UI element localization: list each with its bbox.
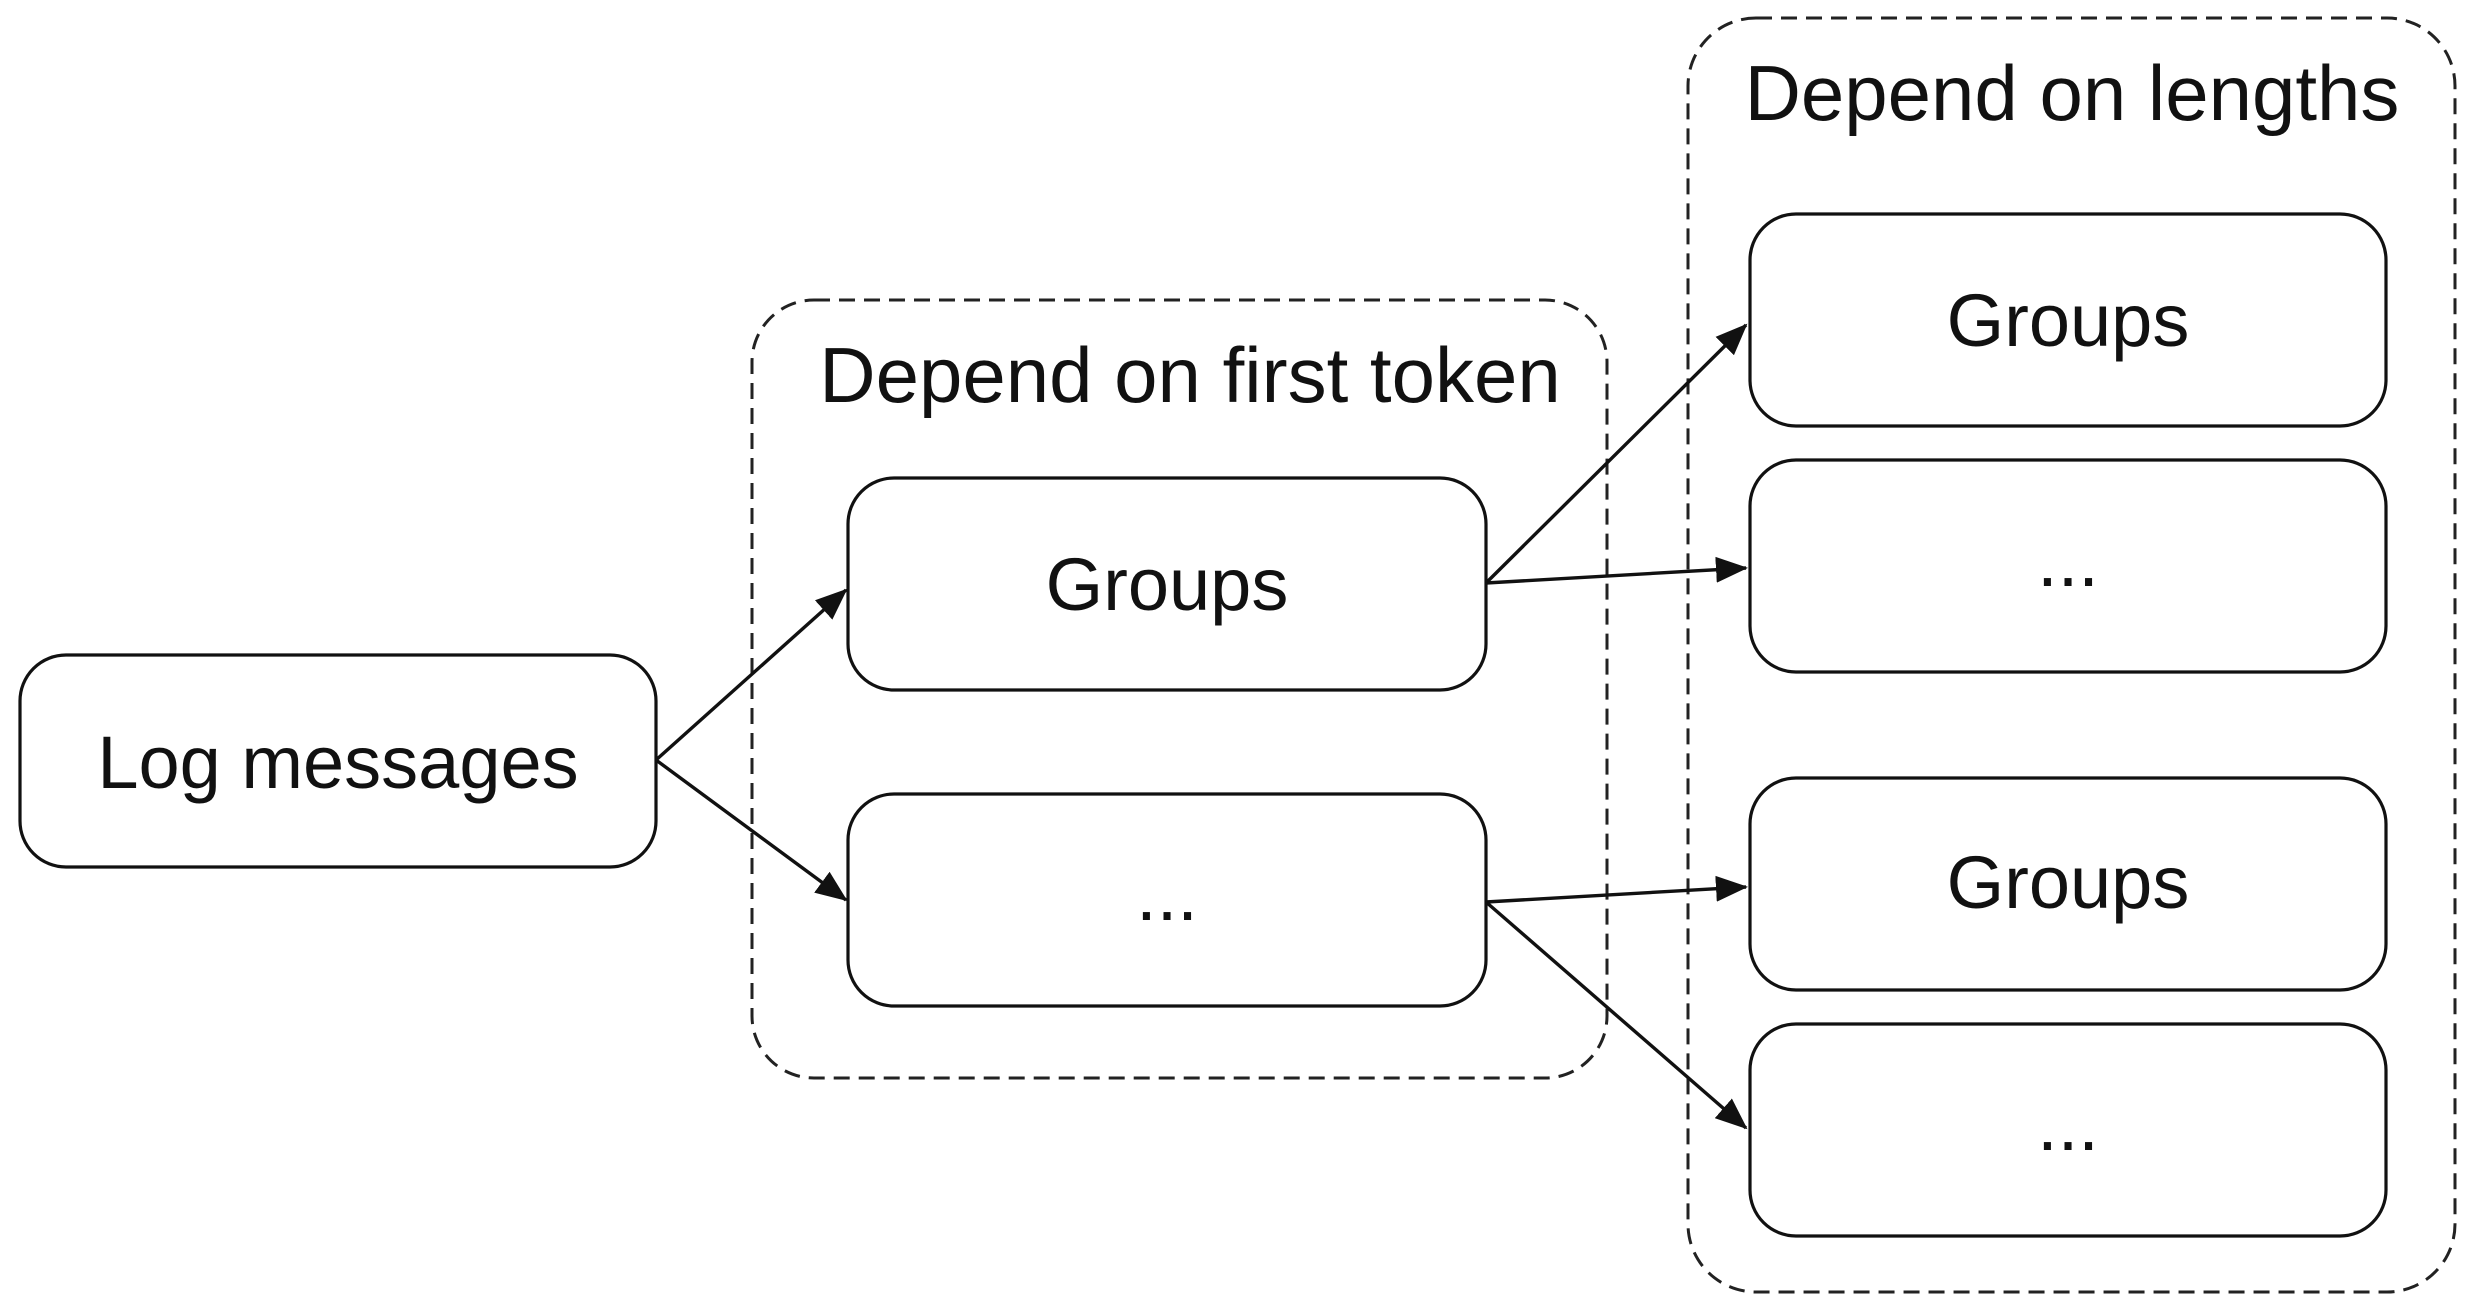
- node-groups-length-top-box: [1748, 212, 2388, 428]
- edge-groups-to-ellipsis-top: [1485, 556, 1748, 585]
- node-groups-first-label: Groups: [1046, 543, 1289, 626]
- node-ellipsis-first: ...: [846, 792, 1488, 1008]
- edge-groups-to-groups-top: [1484, 323, 1748, 585]
- group-box-lengths-frame: [1686, 16, 2457, 1294]
- node-ellipsis-length-top-box: [1748, 458, 2388, 674]
- node-log-messages-box: [18, 653, 658, 869]
- node-ellipsis-first-box: [846, 792, 1488, 1008]
- edges: [654, 323, 1748, 1130]
- group-box-first-token-frame: [750, 298, 1609, 1080]
- group-box-first-token-label: Depend on first token: [819, 331, 1560, 419]
- node-log-messages-label: Log messages: [97, 721, 578, 804]
- node-groups-length-bottom-box: [1748, 776, 2388, 992]
- node-ellipsis-length-top: ...: [1748, 458, 2388, 674]
- node-groups-length-top: Groups: [1748, 212, 2388, 428]
- node-groups-first-box: [846, 476, 1488, 692]
- node-ellipsis-length-bottom-box: [1748, 1022, 2388, 1238]
- group-box-lengths-label: Depend on lengths: [1745, 49, 2400, 137]
- edge-ellipsis-to-groups-bottom: [1485, 875, 1748, 904]
- edge-ellipsis-to-ellipsis-bottom: [1484, 900, 1748, 1130]
- edge-log-to-groups: [654, 588, 848, 762]
- node-ellipsis-length-top-label: ...: [2037, 519, 2099, 602]
- group-box-first-token: Depend on first token: [750, 298, 1609, 1080]
- node-groups-length-bottom-label: Groups: [1947, 841, 2190, 924]
- group-box-lengths: Depend on lengths: [1686, 16, 2457, 1294]
- node-groups-length-top-label: Groups: [1947, 279, 2190, 362]
- node-ellipsis-length-bottom: ...: [1748, 1022, 2388, 1238]
- node-log-messages: Log messages: [18, 653, 658, 869]
- edge-log-to-ellipsis: [654, 758, 848, 902]
- node-groups-length-bottom: Groups: [1748, 776, 2388, 992]
- node-ellipsis-length-bottom-label: ...: [2037, 1083, 2099, 1166]
- node-groups-first: Groups: [846, 476, 1488, 692]
- node-ellipsis-first-label: ...: [1136, 853, 1198, 936]
